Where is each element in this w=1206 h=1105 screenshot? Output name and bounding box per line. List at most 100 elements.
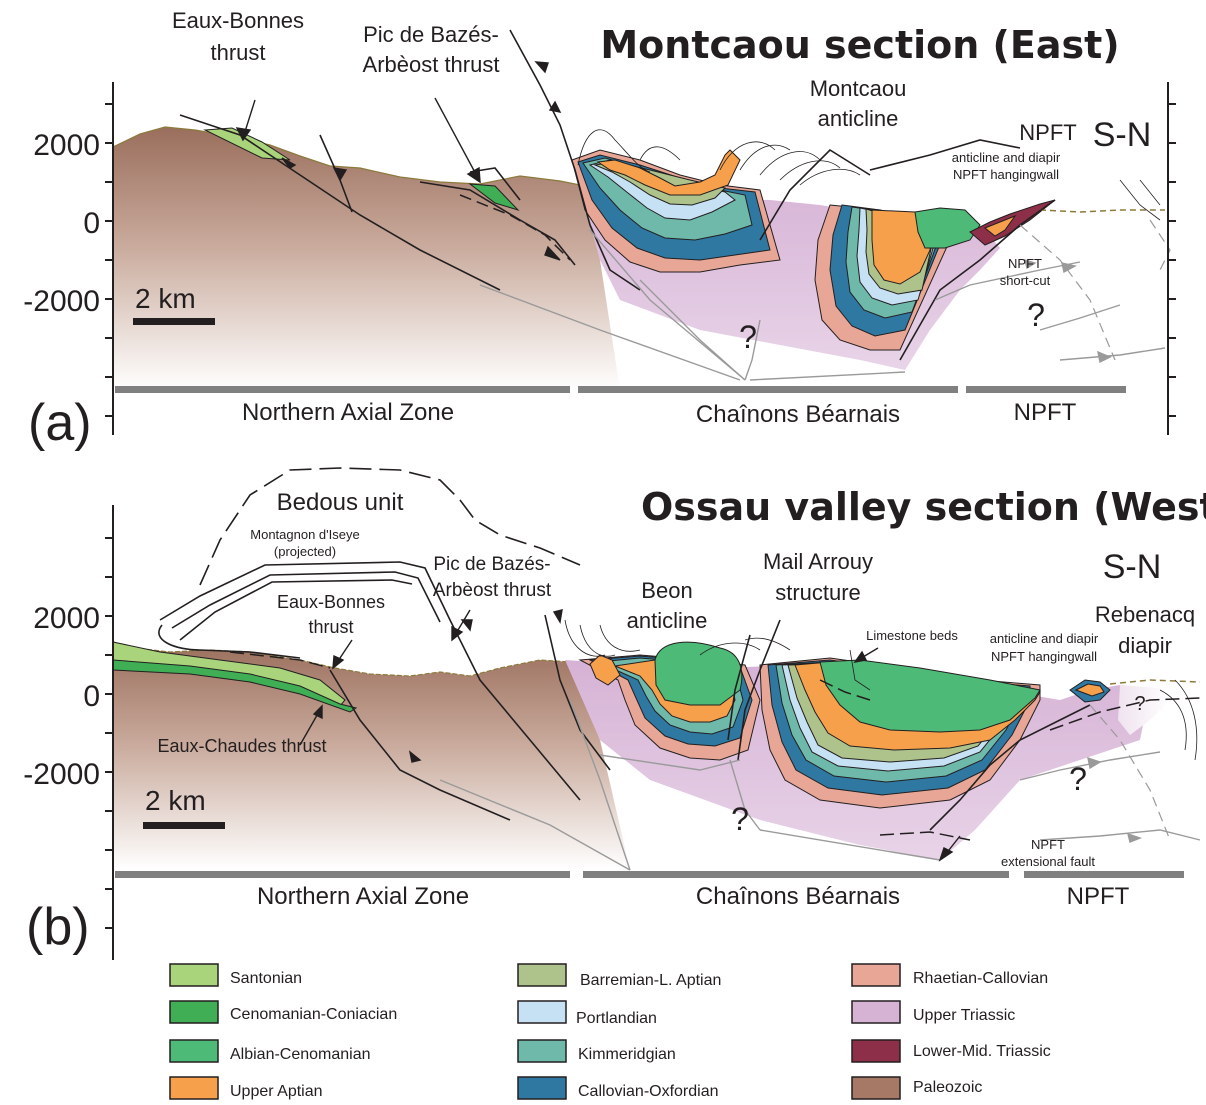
legend-label: Upper Aptian xyxy=(230,1083,323,1100)
legend-item-callovian-oxfordian: Callovian-Oxfordian xyxy=(517,1076,719,1100)
legend-label: Albian-Cenomanian xyxy=(230,1046,371,1063)
panel-title-a: Montcaou section (East) xyxy=(600,23,1119,67)
elev-tick-neg2000-b: -2000 xyxy=(23,758,100,791)
inferred-faults-a xyxy=(479,229,1166,381)
legend-item-rhaetian-callovian: Rhaetian-Callovian xyxy=(851,963,1048,987)
legend-label: Rhaetian-Callovian xyxy=(913,970,1048,987)
zone-northern-axial-a: Northern Axial Zone xyxy=(242,399,454,426)
bedous-unit-outline-b xyxy=(199,467,581,586)
elev-tick-2000-b: 2000 xyxy=(33,602,100,635)
legend-swatch xyxy=(169,1076,219,1100)
axis-left-b xyxy=(105,505,114,960)
label-rebenacq-1-b: Rebenacq xyxy=(1095,602,1195,627)
label-pic-2-a: Arbèost thrust xyxy=(363,52,500,77)
panel-title-b: Ossau valley section (West) xyxy=(641,485,1206,529)
label-diapir-2-b: NPFT hangingwall xyxy=(991,649,1097,664)
scale-bar-b xyxy=(143,822,225,829)
question-mark-2-a: ? xyxy=(1027,297,1045,333)
label-diapir-1-b: anticline and diapir xyxy=(990,631,1099,646)
zone-bars-b xyxy=(115,871,1184,878)
label-eaux-bonnes-2-a: thrust xyxy=(210,40,265,65)
legend-swatch xyxy=(517,1000,567,1024)
label-beon-1-b: Beon xyxy=(641,578,692,603)
faults-b xyxy=(329,614,1091,831)
rebenacq-diapir-b xyxy=(1118,685,1170,735)
label-eaux-bonnes-1-b: Eaux-Bonnes xyxy=(277,592,385,612)
legend-item-portlandian: Portlandian xyxy=(517,1000,657,1027)
elev-tick-0-a: 0 xyxy=(83,207,100,240)
axis-right-a xyxy=(1167,82,1176,435)
legend-item-barremian: Barremian-L. Aptian xyxy=(517,963,721,989)
rebenacq-fold-orange-b xyxy=(1074,683,1105,697)
label-pic-2-b: Arbèost thrust xyxy=(433,580,552,601)
orientation-a: S-N xyxy=(1093,116,1152,154)
layer-albian-mail-b xyxy=(819,659,1041,733)
panel-letter-b: (b) xyxy=(26,898,90,956)
orientation-b: S-N xyxy=(1103,548,1162,586)
legend-label: Callovian-Oxfordian xyxy=(578,1083,719,1100)
legend-swatch xyxy=(169,1039,219,1063)
label-limestone-b: Limestone beds xyxy=(866,628,958,643)
label-eaux-bonnes-2-b: thrust xyxy=(308,617,353,637)
label-montagnon-2-b: (projected) xyxy=(274,544,336,559)
zone-chainons-a: Chaînons Béarnais xyxy=(696,401,900,428)
label-bedous-b: Bedous unit xyxy=(277,489,404,516)
label-shortcut-1-a: NPFT xyxy=(1008,256,1042,271)
faults-dashed-a xyxy=(459,194,571,261)
label-ext-1-b: NPFT xyxy=(1031,837,1065,852)
scale-bar-a xyxy=(133,318,215,325)
legend-item-paleozoic: Paleozoic xyxy=(851,1076,982,1100)
label-eaux-chaudes-b: Eaux-Chaudes thrust xyxy=(157,736,326,756)
scale-bar-label-b: 2 km xyxy=(145,785,206,816)
panel-b: 2000 0 -2000 2 km Northern Axial Zone Ch… xyxy=(23,467,1206,960)
legend-swatch xyxy=(169,963,219,987)
label-pic-1-b: Pic de Bazés- xyxy=(433,554,550,575)
layer-albian-beon-b xyxy=(654,641,743,706)
legend-item-upper-triassic: Upper Triassic xyxy=(851,1000,1015,1024)
legend-swatch xyxy=(517,1076,567,1100)
topography-b xyxy=(112,641,571,677)
question-mark-1-b: ? xyxy=(731,801,749,837)
montagnon-sheet-b xyxy=(158,561,581,801)
scale-bar-label-a: 2 km xyxy=(135,283,196,314)
label-eaux-bonnes-1-a: Eaux-Bonnes xyxy=(172,8,304,33)
paleozoic-basement-a xyxy=(113,127,620,390)
label-pic-1-a: Pic de Bazés- xyxy=(363,22,499,47)
legend-label: Lower-Mid. Triassic xyxy=(913,1043,1051,1060)
label-montcaou-1-a: Montcaou xyxy=(810,76,907,101)
axis-left-a xyxy=(105,82,114,435)
legend-swatch xyxy=(851,1000,901,1024)
legend-label: Barremian-L. Aptian xyxy=(580,972,721,989)
legend-swatch xyxy=(851,1076,901,1100)
panel-letter-a: (a) xyxy=(28,394,92,452)
zone-chainons-b: Chaînons Béarnais xyxy=(696,883,900,910)
label-diapir-1-a: anticline and diapir xyxy=(952,150,1061,165)
label-montcaou-2-a: anticline xyxy=(818,106,899,131)
cenomanian-sliver-a xyxy=(468,183,520,212)
label-rebenacq-2-b: diapir xyxy=(1118,633,1172,658)
cenomanian-strip-b xyxy=(112,659,358,713)
panel-a: 2000 0 -2000 2 km Northern Axial Zone Ch… xyxy=(23,8,1176,452)
question-mark-3-b: ? xyxy=(1134,693,1145,715)
legend-swatch xyxy=(851,963,901,987)
zone-npft-a: NPFT xyxy=(1014,399,1077,426)
label-ext-2-b: extensional fault xyxy=(1001,854,1095,869)
legend-item-kimmeridgian: Kimmeridgian xyxy=(517,1039,676,1063)
topography-dashed-b xyxy=(1109,679,1201,685)
elev-tick-0-b: 0 xyxy=(83,680,100,713)
legend-label: Kimmeridgian xyxy=(578,1046,676,1063)
legend-swatch xyxy=(851,1039,901,1063)
legend-label: Cenomanian-Coniacian xyxy=(230,1006,397,1023)
topography-dashed-a xyxy=(1039,209,1165,213)
label-npft-a: NPFT xyxy=(1019,120,1076,145)
thin-fault-lines-a xyxy=(577,129,1161,221)
npft-diapir-orange-a xyxy=(984,214,1017,237)
label-mail-1-b: Mail Arrouy xyxy=(763,549,873,574)
layer-upper-aptian-a xyxy=(596,149,741,196)
zone-npft-b: NPFT xyxy=(1067,883,1130,910)
legend-item-cenomanian-coniacian: Cenomanian-Coniacian xyxy=(169,1000,397,1024)
layer-albian-a xyxy=(914,207,981,249)
legend-item-albian-cenomanian: Albian-Cenomanian xyxy=(169,1039,371,1063)
legend-item-upper-aptian: Upper Aptian xyxy=(169,1076,323,1100)
